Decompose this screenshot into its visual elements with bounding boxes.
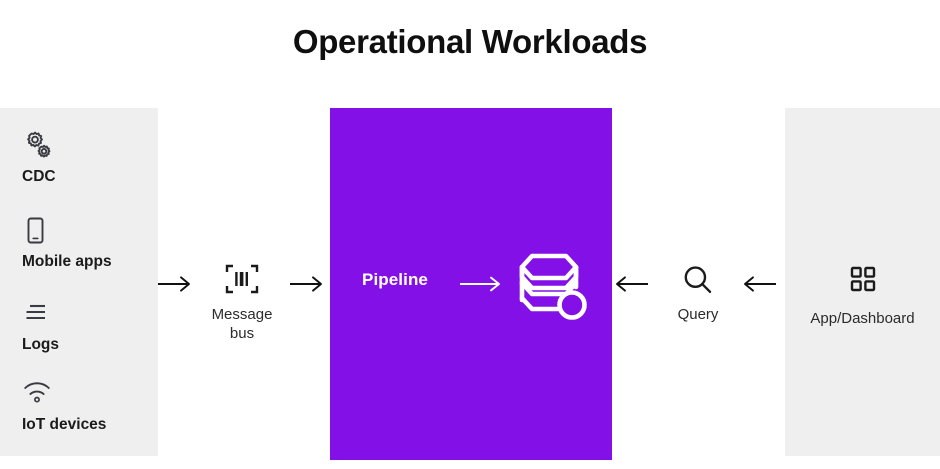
source-label: Mobile apps: [22, 253, 112, 270]
source-item-cdc: CDC: [22, 130, 158, 186]
wifi-signal-icon: [22, 378, 158, 412]
database-stack-icon: [508, 243, 596, 331]
source-label: Logs: [22, 336, 60, 353]
gears-icon: [22, 130, 158, 164]
message-bus-label: Message bus: [211, 306, 273, 342]
barcode-scan-icon: [190, 262, 294, 300]
app-dashboard-label: App/Dashboard: [810, 310, 915, 327]
arrow-pipeline-to-query: [614, 274, 648, 299]
log-lines-icon: [22, 298, 158, 332]
mobile-phone-icon: [22, 215, 158, 249]
query-label: Query: [677, 306, 719, 323]
arrow-message-bus-to-pipeline: [290, 274, 324, 299]
app-dashboard-node: App/Dashboard: [785, 262, 940, 327]
source-item-logs: Logs: [22, 298, 158, 354]
source-label: CDC: [22, 168, 56, 185]
arrow-pipeline-to-database: [460, 274, 502, 299]
arrow-sources-to-message-bus: [158, 274, 192, 299]
message-bus-node: Message bus: [190, 262, 294, 344]
pipeline-label: Pipeline: [362, 270, 428, 289]
magnifier-search-icon: [650, 262, 746, 300]
arrow-query-to-app: [742, 274, 776, 299]
source-item-mobile-apps: Mobile apps: [22, 215, 158, 271]
query-node: Query: [650, 262, 746, 325]
source-item-iot-devices: IoT devices: [22, 378, 158, 434]
grid-apps-icon: [785, 262, 940, 296]
consumer-panel: [785, 108, 940, 456]
source-label: IoT devices: [22, 416, 107, 433]
page-title: Operational Workloads: [292, 23, 648, 60]
data-sources-panel: [0, 108, 158, 456]
